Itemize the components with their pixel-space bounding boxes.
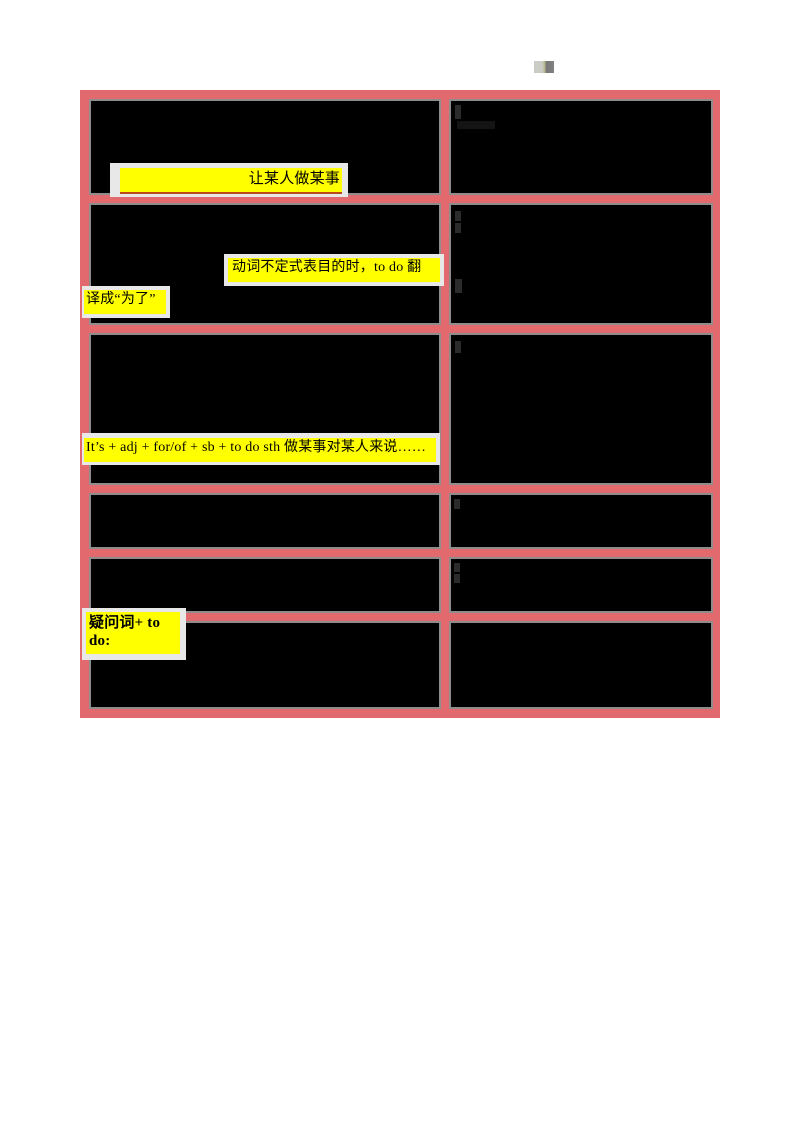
redacted-content bbox=[451, 205, 711, 323]
redacted-content bbox=[451, 335, 711, 483]
highlight-note-3: It’s + adj + for/of + sb + to do sth 做某事… bbox=[84, 438, 436, 462]
page-header-mark bbox=[534, 61, 554, 73]
residual-mark bbox=[454, 574, 460, 583]
residual-mark bbox=[457, 121, 495, 129]
residual-mark bbox=[455, 105, 461, 119]
table-cell-r3c2 bbox=[445, 329, 717, 489]
redacted-content bbox=[451, 623, 711, 707]
table-cell-r6c2 bbox=[445, 617, 717, 713]
highlight-note-2a: 动词不定式表目的时，to do 翻 bbox=[228, 258, 440, 282]
table-cell-r2c2 bbox=[445, 199, 717, 329]
table-cell-r3c1 bbox=[85, 329, 445, 489]
residual-mark bbox=[455, 279, 462, 293]
table-cell-r4c1 bbox=[85, 489, 445, 553]
residual-mark bbox=[454, 499, 460, 509]
highlight-underline-1 bbox=[120, 192, 342, 194]
residual-mark bbox=[455, 341, 461, 353]
table-cell-r1c2 bbox=[445, 95, 717, 199]
table-cell-r4c2 bbox=[445, 489, 717, 553]
redacted-content bbox=[451, 101, 711, 193]
residual-mark bbox=[454, 563, 460, 572]
redacted-content bbox=[451, 495, 711, 547]
table-cell-r5c1 bbox=[85, 553, 445, 617]
residual-mark bbox=[455, 223, 461, 233]
redacted-content bbox=[451, 559, 711, 611]
redacted-content bbox=[91, 559, 439, 611]
residual-mark bbox=[455, 211, 461, 221]
redacted-content bbox=[91, 495, 439, 547]
highlight-note-1: 让某人做某事 bbox=[120, 168, 342, 194]
highlight-note-4: 疑问词+ to do: bbox=[86, 612, 180, 654]
highlight-note-2b: 译成“为了” bbox=[84, 290, 166, 314]
table-cell-r5c2 bbox=[445, 553, 717, 617]
